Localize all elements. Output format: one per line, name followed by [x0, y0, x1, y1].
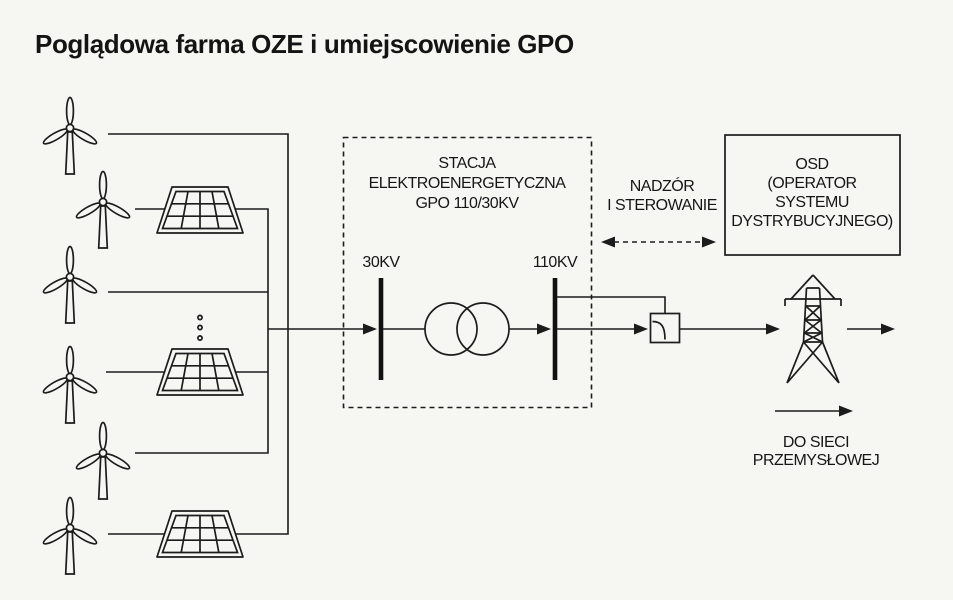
wind-turbine-icon: [41, 345, 99, 424]
outgoing-wires: [557, 296, 666, 335]
output-label-line1: DO SIECI: [783, 434, 849, 451]
wind-turbine-icon: [74, 170, 132, 249]
busbar-110kv-label: 110KV: [533, 254, 578, 271]
osd-label-line3: SYSTEMU: [775, 194, 849, 211]
arrow-into-station: [363, 323, 377, 335]
station-label-line2: ELEKTROENERGETYCZNA: [369, 175, 567, 192]
supervision-link: NADZÓR I STEROWANIE: [601, 176, 717, 248]
supervision-label-line2: I STEROWANIE: [607, 197, 717, 214]
more-units-ellipsis-icon: [197, 314, 203, 341]
wind-turbine-icon: [41, 496, 99, 575]
osd-box: OSD (OPERATOR SYSTEMU DYSTRYBUCYJNEGO): [724, 134, 901, 256]
output-label-line2: PRZEMYSŁOWEJ: [753, 452, 879, 469]
station-label-line3: GPO 110/30KV: [415, 195, 519, 212]
arrow-into-tower: [766, 323, 780, 335]
arrow-output-direction: [839, 405, 853, 417]
busbar-30kv: [378, 278, 384, 380]
station-label: STACJA ELEKTROENERGETYCZNA GPO 110/30KV: [369, 155, 567, 212]
collector-wires: [106, 133, 377, 535]
page-title: Poglądowa farma OZE i umiejscowienie GPO: [35, 29, 574, 59]
solar-panel-icon: [156, 348, 244, 396]
collector-wire-inner: [135, 208, 269, 454]
supervision-label-line1: NADZÓR: [630, 176, 695, 195]
arrow-left-icon: [601, 236, 615, 248]
transmission-tower-icon: [784, 274, 842, 384]
breaker-icon: [649, 312, 681, 344]
wind-turbine-icon: [74, 421, 132, 500]
arrow-grid-exit: [881, 323, 895, 335]
wind-turbine-icon: [41, 96, 99, 175]
station-boundary-box: [342, 136, 593, 409]
osd-label-line2: (OPERATOR: [767, 175, 856, 192]
transformer-icon: [383, 302, 551, 356]
arrow-into-110kv-bus: [537, 323, 551, 335]
osd-label-line1: OSD: [795, 156, 828, 173]
busbar-30kv-label: 30KV: [362, 254, 400, 271]
grid-output-annotation: DO SIECI PRZEMYSŁOWEJ: [753, 405, 880, 469]
station-label-line1: STACJA: [438, 155, 496, 172]
solar-panel-icon: [156, 510, 244, 558]
arrow-into-breaker: [634, 323, 648, 335]
solar-panel-icon: [156, 186, 244, 234]
osd-label-line4: DYSTRYBUCYJNEGO): [731, 213, 893, 230]
wind-turbine-icon: [41, 245, 99, 324]
busbar-110kv: [552, 278, 558, 380]
arrow-right-icon: [702, 236, 716, 248]
